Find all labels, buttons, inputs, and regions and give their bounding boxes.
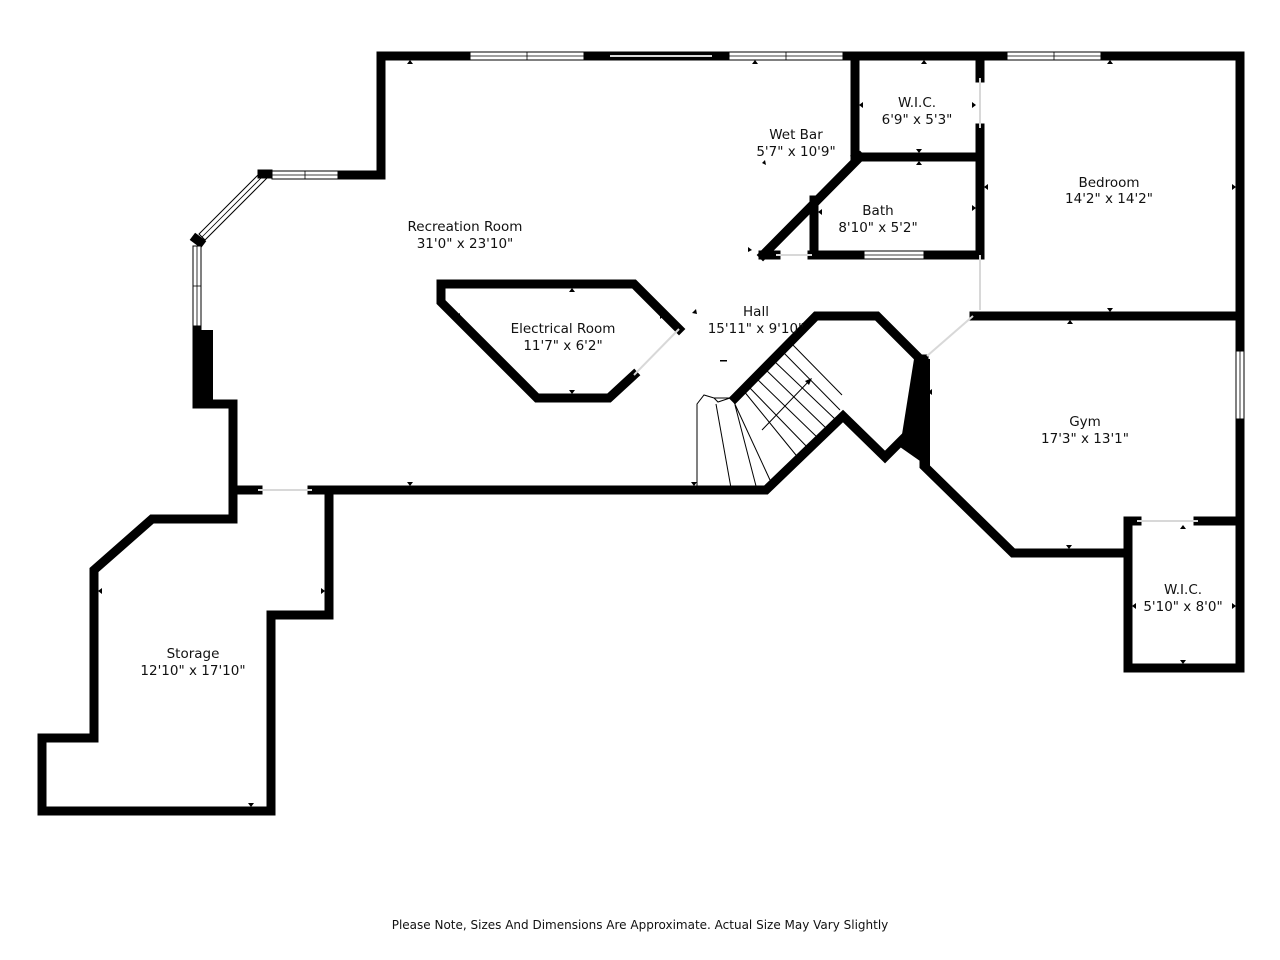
room-storage-name: Storage xyxy=(167,646,220,662)
room-gym: Gym 17'3" x 13'1" xyxy=(1041,414,1129,447)
room-electrical-dim: 11'7" x 6'2" xyxy=(523,338,602,354)
room-electrical-name: Electrical Room xyxy=(511,321,616,337)
dimension-ticks xyxy=(98,60,1236,807)
room-wic-bottom-dim: 5'10" x 8'0" xyxy=(1143,599,1222,615)
room-gym-name: Gym xyxy=(1069,414,1101,430)
room-hall-dim: 15'11" x 9'10" xyxy=(708,321,805,337)
room-bath: Bath 8'10" x 5'2" xyxy=(838,203,917,236)
openings xyxy=(258,55,1198,522)
room-electrical: Electrical Room 11'7" x 6'2" xyxy=(511,321,616,354)
room-gym-dim: 17'3" x 13'1" xyxy=(1041,431,1129,447)
wall-electrical xyxy=(436,279,686,403)
room-wet-bar: Wet Bar 5'7" x 10'9" xyxy=(756,127,835,160)
electrical-doorway xyxy=(633,328,680,376)
stair-rail xyxy=(696,394,733,488)
room-bath-name: Bath xyxy=(862,203,893,219)
room-storage: Storage 12'10" x 17'10" xyxy=(140,646,245,679)
room-wic-bottom-name: W.I.C. xyxy=(1164,582,1202,598)
room-wic-bottom: W.I.C. 5'10" x 8'0" xyxy=(1143,582,1222,615)
wall-rec-jog xyxy=(338,51,386,180)
room-wet-bar-name: Wet Bar xyxy=(769,127,823,143)
room-recreation: Recreation Room 31'0" x 23'10" xyxy=(408,219,523,252)
wall-wic-lower xyxy=(1123,516,1245,673)
stair-arrow xyxy=(761,379,811,431)
room-hall: Hall 15'11" x 9'10" xyxy=(708,304,805,337)
wall-hall-stair xyxy=(728,311,927,405)
staircase xyxy=(696,341,843,489)
room-bedroom-dim: 14'2" x 14'2" xyxy=(1065,191,1153,207)
room-wet-bar-dim: 5'7" x 10'9" xyxy=(756,144,835,160)
wall-rec-bottom xyxy=(307,409,923,495)
room-labels: Recreation Room 31'0" x 23'10" Wet Bar 5… xyxy=(140,95,1222,679)
room-recreation-dim: 31'0" x 23'10" xyxy=(417,236,514,252)
room-wic-top-dim: 6'9" x 5'3" xyxy=(882,112,953,128)
room-recreation-name: Recreation Room xyxy=(408,219,523,235)
wall-gym-left xyxy=(919,354,1133,558)
room-storage-dim: 12'10" x 17'10" xyxy=(140,663,245,679)
windows xyxy=(189,51,1245,420)
room-hall-name: Hall xyxy=(743,304,769,320)
room-wic-top: W.I.C. 6'9" x 5'3" xyxy=(882,95,953,128)
disclaimer-note: Please Note, Sizes And Dimensions Are Ap… xyxy=(391,918,889,932)
gym-doorway xyxy=(926,315,974,357)
room-wic-top-name: W.I.C. xyxy=(898,95,936,111)
room-bedroom-name: Bedroom xyxy=(1078,175,1139,191)
room-bath-dim: 8'10" x 5'2" xyxy=(838,220,917,236)
wall-storage xyxy=(37,485,334,816)
room-bedroom: Bedroom 14'2" x 14'2" xyxy=(1065,175,1153,207)
walls xyxy=(37,51,1245,816)
wall-gym-thick xyxy=(900,359,930,468)
wall-rec-left-thick xyxy=(193,330,213,405)
